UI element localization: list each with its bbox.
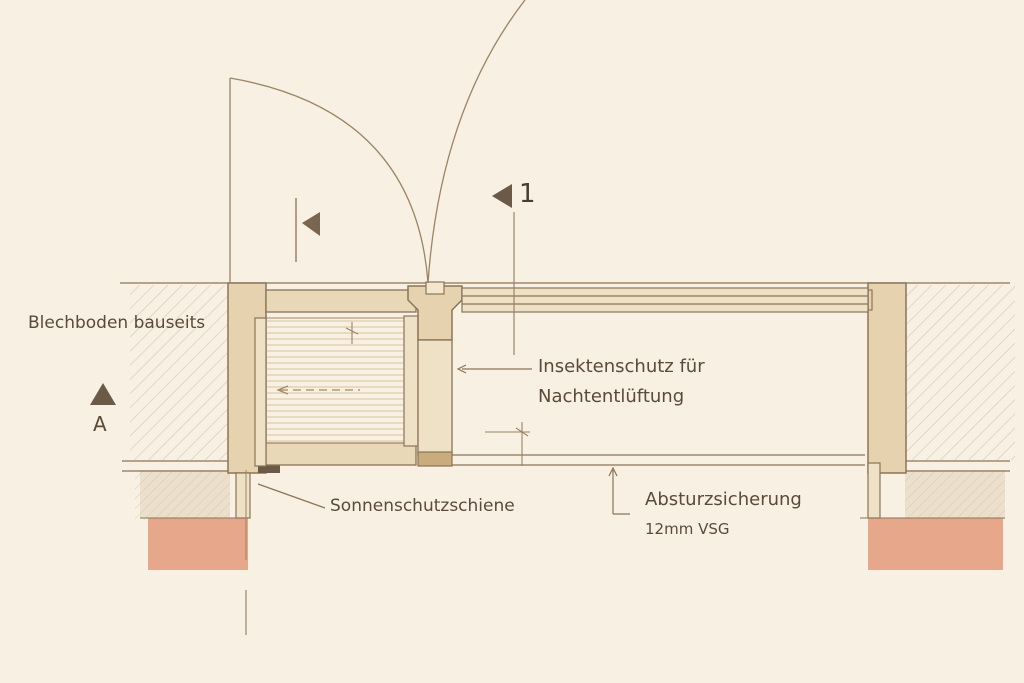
dimension-marks [345,322,530,466]
label-insektenschutz-line2: Nachtentlüftung [538,386,685,407]
leader-lines [257,364,630,515]
label-absturzsicherung: Absturzsicherung [645,489,802,510]
right-jamb [861,282,907,519]
wall-left [130,285,230,520]
section-marker-top-left [295,198,320,262]
central-mullion [407,281,463,467]
section-marker-a [90,383,116,405]
fixed-glazing [461,287,869,313]
wall-right [905,285,1015,520]
section-marker-1 [492,184,512,208]
label-sonnenschutzschiene: Sonnenschutzschiene [330,496,515,516]
brick-left [148,518,248,570]
label-blechboden: Blechboden bauseits [28,313,206,333]
window-sash [254,289,419,467]
section-label-a: A [93,412,107,436]
section-label-1: 1 [519,179,536,209]
floor-lines [120,282,1010,472]
door-swing [229,0,526,284]
label-glass-spec: 12mm VSG [645,520,730,538]
brick-right [868,518,1003,570]
label-insektenschutz-line1: Insektenschutz für [538,356,705,377]
